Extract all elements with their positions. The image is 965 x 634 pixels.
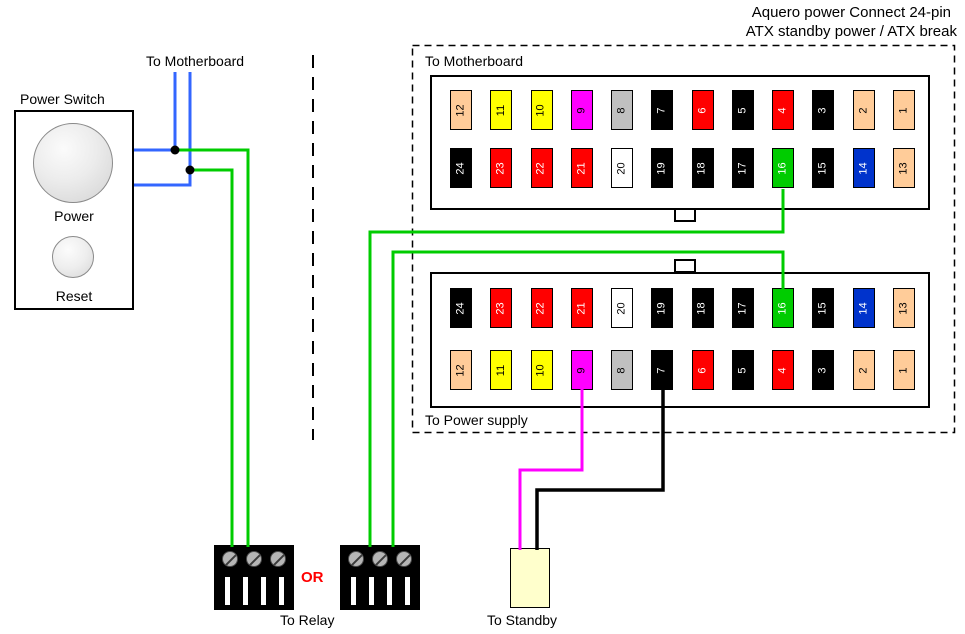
screw-terminal-icon: [222, 551, 238, 567]
pin-13: 13: [892, 148, 915, 188]
pin-8: 8: [611, 350, 634, 390]
pin-3: 3: [812, 350, 835, 390]
pin-23: 23: [490, 148, 513, 188]
reset-button-label: Reset: [55, 288, 93, 304]
wire-junction-dot-2: [185, 165, 195, 175]
magenta-wire-pin9-standby: [518, 389, 584, 550]
pin-17: 17: [731, 148, 754, 188]
terminal-slot: [387, 577, 392, 605]
to-motherboard-wire-label: To Motherboard: [146, 53, 245, 69]
pin-14: 14: [852, 148, 875, 188]
power-switch-label: Power Switch: [20, 91, 105, 107]
pin-11: 11: [490, 350, 513, 390]
pin-22: 22: [530, 288, 553, 328]
power-supply-connector-latch: [674, 259, 696, 273]
pin-18: 18: [691, 148, 714, 188]
pin-5: 5: [731, 90, 754, 130]
green-wire-switch-2: [190, 168, 234, 547]
pin-5: 5: [731, 350, 754, 390]
pin-17: 17: [731, 288, 754, 328]
pin-4: 4: [772, 350, 795, 390]
pin-11: 11: [490, 90, 513, 130]
pin-10: 10: [530, 90, 553, 130]
pin-4: 4: [772, 90, 795, 130]
motherboard-connector-label: To Motherboard: [425, 53, 524, 69]
or-label: OR: [301, 569, 324, 586]
green-wire-switch-1: [175, 148, 250, 547]
pin-10: 10: [530, 350, 553, 390]
motherboard-pin-row-bottom: 24 23 22 21 20 19 18 17 16 15 14 13: [450, 148, 915, 188]
pin-16: 16: [772, 148, 795, 188]
pin-9: 9: [570, 90, 593, 130]
pin-19: 19: [651, 288, 674, 328]
relay-terminal-block-2: [340, 545, 420, 610]
pin-24: 24: [450, 288, 472, 328]
standby-connector-box: [510, 548, 550, 608]
diagram-title-line1: Aquero power Connect 24-pin: [751, 4, 952, 21]
pin-7: 7: [651, 90, 674, 130]
pin-2: 2: [852, 90, 875, 130]
power-switch-box: Power Reset: [14, 110, 134, 310]
pin-15: 15: [812, 148, 835, 188]
pin-12: 12: [450, 90, 472, 130]
power-button: [33, 123, 113, 203]
pin-6: 6: [691, 350, 714, 390]
pin-20: 20: [611, 288, 634, 328]
power-supply-pin-row-top: 24 23 22 21 20 19 18 17 16 15 14 13: [450, 288, 915, 328]
pin-1: 1: [892, 90, 915, 130]
terminal-slot: [369, 577, 374, 605]
terminal-slot: [243, 577, 248, 605]
pin-1: 1: [892, 350, 915, 390]
pin-13: 13: [892, 288, 915, 328]
diagram-title-line2: ATX standby power / ATX break: [745, 22, 957, 40]
blue-wire-2: [134, 72, 192, 187]
pin-23: 23: [490, 288, 513, 328]
pin-21: 21: [570, 148, 593, 188]
diagram-title: Aquero power Connect 24-pin ATX standby …: [746, 4, 957, 42]
pin-7: 7: [651, 350, 674, 390]
pin-20: 20: [611, 148, 634, 188]
pin-22: 22: [530, 148, 553, 188]
blue-wire-1: [134, 72, 177, 152]
power-supply-connector-label: To Power supply: [425, 412, 528, 428]
pin-16: 16: [772, 288, 795, 328]
pin-24: 24: [450, 148, 472, 188]
screw-terminal-icon: [372, 551, 388, 567]
pin-2: 2: [852, 350, 875, 390]
pin-12: 12: [450, 350, 472, 390]
screw-terminal-icon: [348, 551, 364, 567]
pin-18: 18: [691, 288, 714, 328]
pin-21: 21: [570, 288, 593, 328]
motherboard-connector-latch: [674, 208, 696, 222]
terminal-slot: [261, 577, 266, 605]
pin-14: 14: [852, 288, 875, 328]
pin-3: 3: [812, 90, 835, 130]
power-button-label: Power: [54, 208, 94, 224]
terminal-slot: [405, 577, 410, 605]
pin-15: 15: [812, 288, 835, 328]
terminal-slot: [351, 577, 356, 605]
pin-19: 19: [651, 148, 674, 188]
wire-junction-dot-1: [170, 145, 180, 155]
terminal-slot: [225, 577, 230, 605]
screw-terminal-icon: [396, 551, 412, 567]
to-relay-label: To Relay: [280, 612, 335, 628]
black-wire-pin7-standby: [535, 389, 665, 550]
relay-terminal-block-1: [214, 545, 294, 610]
reset-button: [52, 236, 94, 278]
pin-6: 6: [691, 90, 714, 130]
screw-terminal-icon: [270, 551, 286, 567]
pin-9: 9: [570, 350, 593, 390]
terminal-slot: [279, 577, 284, 605]
to-standby-label: To Standby: [487, 612, 558, 628]
pin-8: 8: [611, 90, 634, 130]
screw-terminal-icon: [246, 551, 262, 567]
